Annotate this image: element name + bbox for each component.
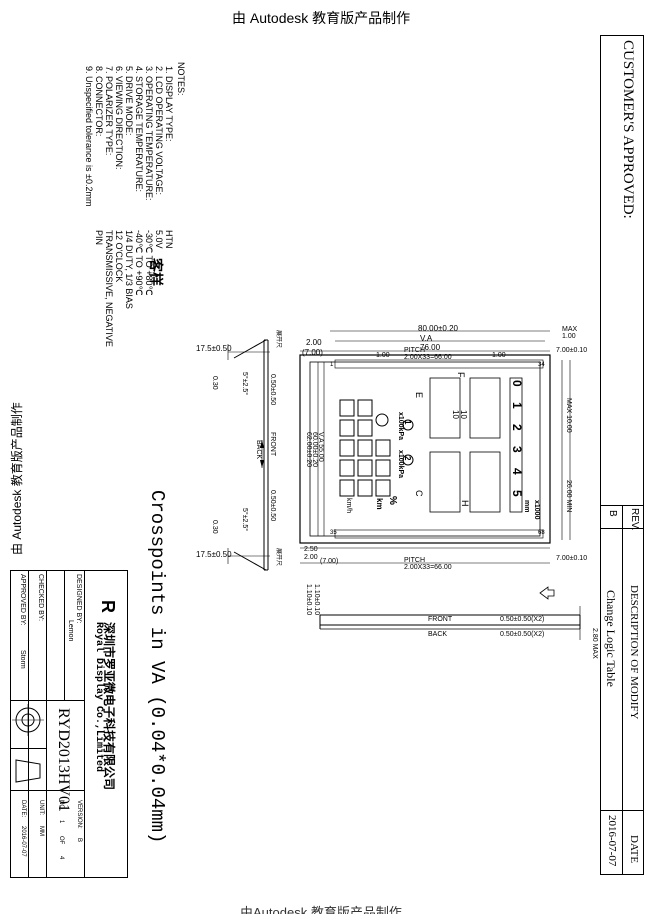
dim-right-7: 7.00±0.10 [556,347,588,354]
tb-hline-2 [10,748,47,749]
dim-front-label: FRONT [428,616,453,623]
tb-vline-2 [46,570,47,878]
tb-hline-4 [46,790,84,791]
tb-vline-3 [64,570,65,700]
watermark-bottom: 由Autodesk 教育版产品制作 [240,905,402,914]
dim-front-right: 0.50±0.50(X2) [500,616,545,623]
dim-pitch-1: 1.00 [376,352,390,359]
dim-back-right: 0.50±0.50(X2) [500,631,545,638]
pins-bottom [334,529,544,539]
title-block-frame [10,570,128,878]
dim-b-250: 2.50 [304,546,318,553]
rev-col-divider [622,505,623,875]
dim-left-2: 2.00 [306,338,322,347]
tb-hline-3 [10,790,47,791]
dim-width: 80.00±0.20 [418,324,458,333]
tb-hline-1 [10,700,85,701]
tb-vline-1 [28,570,29,878]
dim-back-label: BACK [428,631,448,638]
pin-68: 68 [538,530,545,536]
pin-1: 1 [330,362,334,368]
pins-top [334,359,544,369]
watermark-top: 由 Autodesk 教育版产品制作 [232,10,411,26]
tb-vline-4 [84,570,85,878]
dim-max-top: MAX 1.00 [562,326,578,340]
dim-right-7b: 7.00±0.10 [556,555,588,562]
side-bot-dim: 17.5±0.50 [196,550,232,559]
dim-pitch-bot: PITCH 2.00X33=66.00 [404,557,452,571]
dim-b-200: 2.00 [304,554,318,561]
pin-35: 35 [330,530,337,536]
dim-b-7: (7.00) [320,558,339,565]
dim-left-7: (7.00) [302,348,323,357]
dim-pitch-top: PITCH 2.00X33=66.00 [404,347,452,361]
side-top-dim: 17.5±0.50 [196,344,232,353]
dim-va: V.A 76.00 [420,334,441,352]
pin-34: 34 [538,362,545,368]
dim-pitch-1b: 1.00 [492,352,506,359]
